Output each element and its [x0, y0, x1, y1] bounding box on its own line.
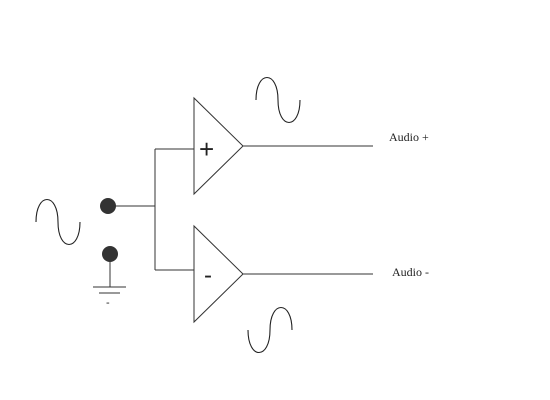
ground-sign: - [106, 297, 110, 309]
input-sine-wave-icon [35, 198, 81, 246]
amplifier-negative-sign: - [204, 262, 212, 289]
output-label-positive: Audio + [389, 130, 429, 144]
amplifier-positive [193, 96, 244, 196]
output-positive-sine-wave-icon [255, 76, 301, 124]
ground-symbol-icon [93, 286, 126, 294]
output-label-negative: Audio - [392, 265, 429, 279]
amplifier-positive-sign: + [199, 134, 214, 164]
amplifier-negative [193, 224, 244, 324]
output-negative-sine-wave-icon [247, 306, 293, 354]
